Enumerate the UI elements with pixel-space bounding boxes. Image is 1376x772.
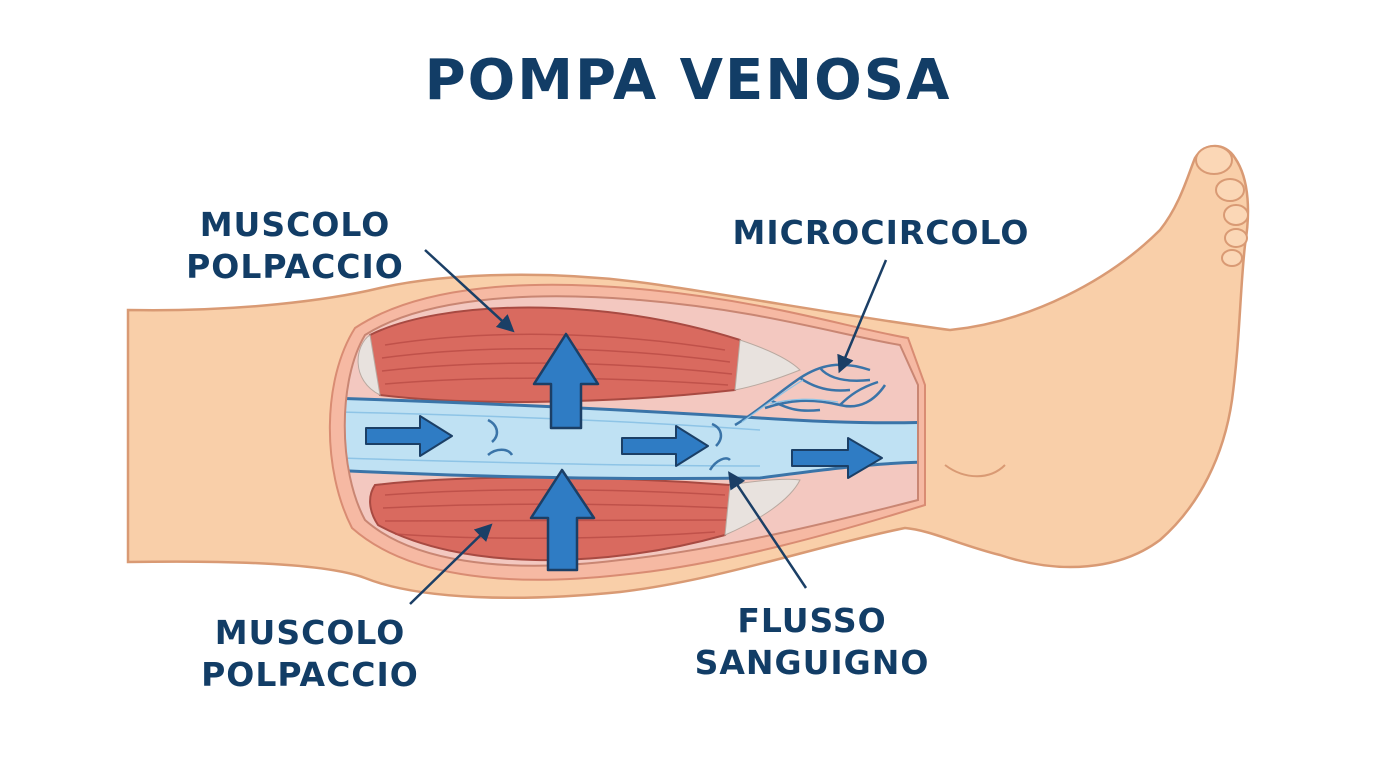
label-line: FLUSSO <box>737 601 887 640</box>
label-line: MICROCIRCOLO <box>732 213 1030 252</box>
vein-valves <box>487 418 731 471</box>
cutaway-outline <box>343 295 919 567</box>
right-arrow-icon <box>791 437 883 479</box>
pointer-arrow-icon <box>837 259 888 374</box>
right-arrow-icon <box>365 415 453 457</box>
toes <box>1195 145 1249 267</box>
label-calf-muscle-top: MUSCOLO POLPACCIO <box>160 204 430 288</box>
label-blood-flow: FLUSSO SANGUIGNO <box>672 600 952 684</box>
label-calf-muscle-bottom: MUSCOLO POLPACCIO <box>170 612 450 696</box>
label-line: MUSCOLO <box>214 613 406 652</box>
right-arrow-icon <box>621 425 709 467</box>
pointer-arrow-icon <box>409 523 493 605</box>
pointer-arrow-icon <box>728 471 808 589</box>
label-microcirculation: MICROCIRCOLO <box>716 212 1046 254</box>
label-line: POLPACCIO <box>186 247 404 286</box>
ankle-crease <box>944 464 1006 478</box>
up-arrow-icon <box>532 332 600 430</box>
label-line: POLPACCIO <box>201 655 419 694</box>
diagram-title: POMPA VENOSA <box>424 48 952 113</box>
label-line: SANGUIGNO <box>694 643 930 682</box>
label-line: MUSCOLO <box>199 205 391 244</box>
up-arrow-icon <box>529 468 596 572</box>
pointer-arrow-icon <box>424 249 515 333</box>
